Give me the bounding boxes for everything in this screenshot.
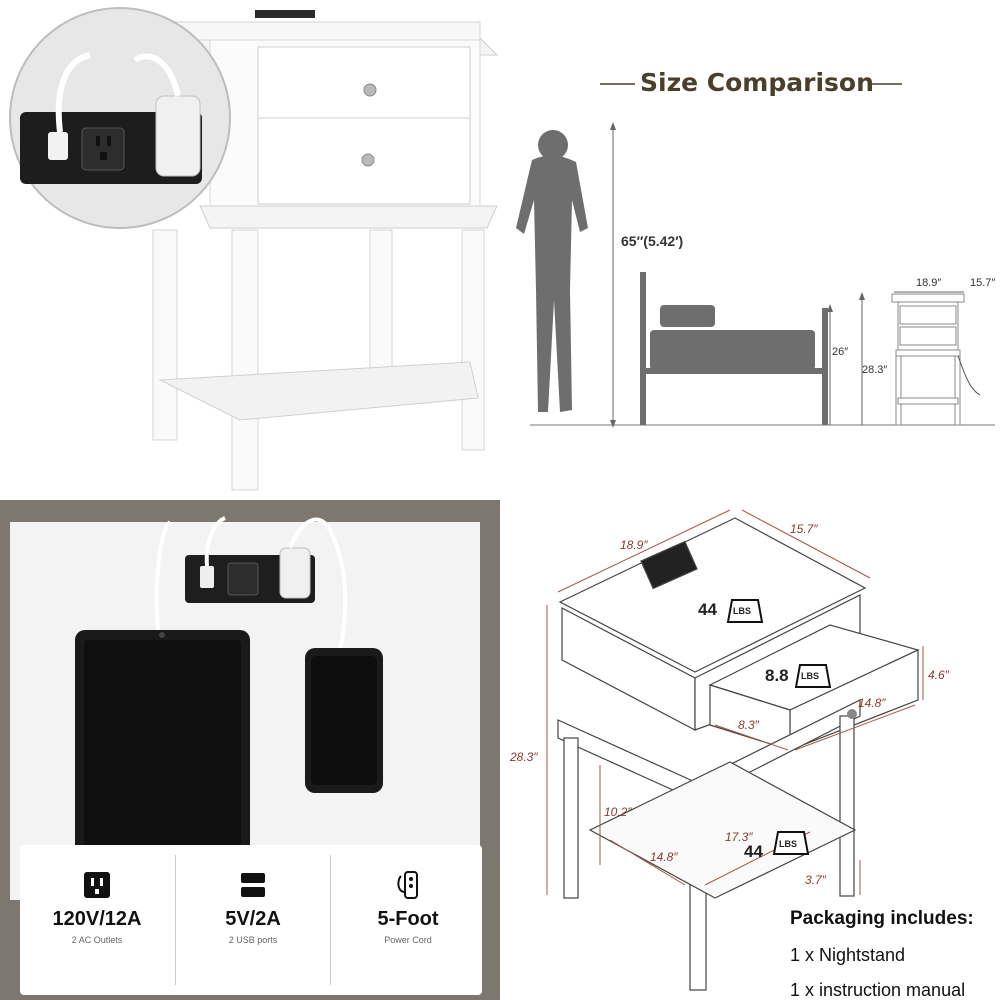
depth-label: 15.7″ [790, 522, 818, 536]
shelf-width-label: 14.8″ [650, 850, 678, 864]
feature-label: 2 USB ports [228, 935, 278, 945]
nightstand-illustration [9, 7, 499, 491]
size-comparison-panel: Size Comparison 65″(5.42′) 26″ 28.3″ 18.… [500, 0, 1000, 500]
person-silhouette-icon [516, 130, 588, 413]
feature-outlets: 120V/12A 2 AC Outlets [22, 870, 172, 945]
weight-icon [726, 599, 764, 623]
feature-cord: 5-Foot Power Cord [333, 870, 483, 945]
tabletop-illustration [10, 516, 480, 900]
drawer-inner-depth-label: 8.3″ [738, 718, 759, 732]
divider [175, 855, 176, 985]
weight-unit: LBS [733, 606, 751, 616]
feature-value: 5V/2A [225, 908, 281, 930]
nightstand-dimension-drawing [546, 509, 924, 991]
outlet-icon [84, 872, 110, 898]
shelf-clearance-label: 10.2″ [604, 805, 632, 819]
dimension-diagram-panel: 18.9″ 15.7″ 28.3″ 4.6″ 8.3″ 14.8″ 10.2″ … [500, 500, 1000, 1000]
features-panel: 120V/12A 2 AC Outlets 5V/2A 2 USB ports … [0, 500, 500, 1000]
shelf-weight-value: 44 [744, 842, 763, 861]
product-photo-panel [0, 0, 500, 500]
size-comparison-title: Size Comparison [640, 68, 874, 97]
feature-value: 5-Foot [377, 908, 439, 930]
shelf-height-label: 3.7″ [805, 873, 826, 887]
bed-height-label: 26″ [832, 346, 849, 358]
feature-usb: 5V/2A 2 USB ports [178, 870, 328, 945]
divider [330, 855, 331, 985]
feature-label: 2 AC Outlets [71, 935, 123, 945]
height-label: 28.3″ [510, 750, 538, 764]
feature-value: 120V/12A [52, 908, 142, 930]
nightstand-height-label: 28.3″ [862, 364, 888, 376]
drawer-height-label: 4.6″ [928, 668, 949, 682]
weight-unit: LBS [779, 839, 797, 849]
size-comparison-drawing [516, 83, 995, 428]
packaging-heading: Packaging includes: [790, 908, 974, 929]
nightstand-width-label: 18.9″ [916, 277, 942, 289]
weight-icon [794, 664, 832, 688]
top-weight-value: 44 [698, 600, 717, 619]
width-label: 18.9″ [620, 538, 648, 552]
person-height-label: 65″(5.42′) [621, 233, 684, 249]
weight-unit: LBS [801, 671, 819, 681]
nightstand-depth-label: 15.7″ [970, 277, 996, 289]
drawer-weight-value: 8.8 [765, 666, 789, 685]
shelf-depth-label: 17.3″ [725, 830, 753, 844]
packaging-item: 1 x Nightstand [790, 945, 906, 965]
power-cord-icon [397, 871, 418, 899]
usb-icon [241, 873, 265, 897]
features-card [20, 845, 482, 995]
packaging-item: 1 x instruction manual [790, 980, 966, 1000]
drawer-inner-width-label: 14.8″ [858, 696, 886, 710]
weight-icon [772, 831, 810, 855]
feature-label: Power Cord [384, 935, 432, 945]
